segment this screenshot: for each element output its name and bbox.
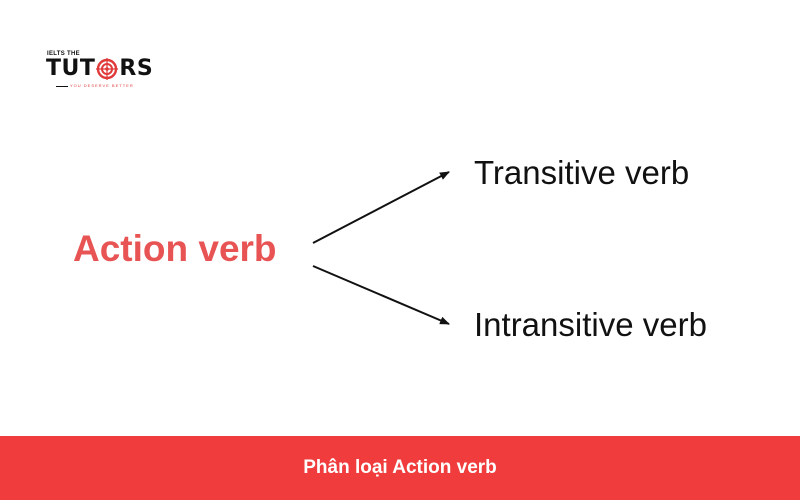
- footer-caption: Phân loại Action verb: [303, 457, 497, 478]
- source-node-action-verb: Action verb: [73, 228, 277, 269]
- logo-main-right: RS: [119, 56, 154, 81]
- target-node-intransitive: Intransitive verb: [474, 306, 707, 343]
- logo-main-left: TUT: [46, 56, 96, 81]
- target-icon: [96, 57, 119, 80]
- logo-tagline: YOU DESERVE BETTER: [70, 83, 134, 88]
- logo-top-text: IELTS THE: [47, 51, 80, 57]
- logo-wordmark: TUT RS: [46, 56, 153, 81]
- footer-bar: Phân loại Action verb: [0, 436, 800, 500]
- logo-divider: [56, 86, 68, 87]
- logo: IELTS THE TUT RS YOU DESERVE BETTER: [40, 44, 153, 94]
- arrow-to-intransitive: [312, 265, 450, 325]
- target-node-transitive: Transitive verb: [474, 154, 690, 191]
- arrow-to-transitive: [312, 171, 450, 244]
